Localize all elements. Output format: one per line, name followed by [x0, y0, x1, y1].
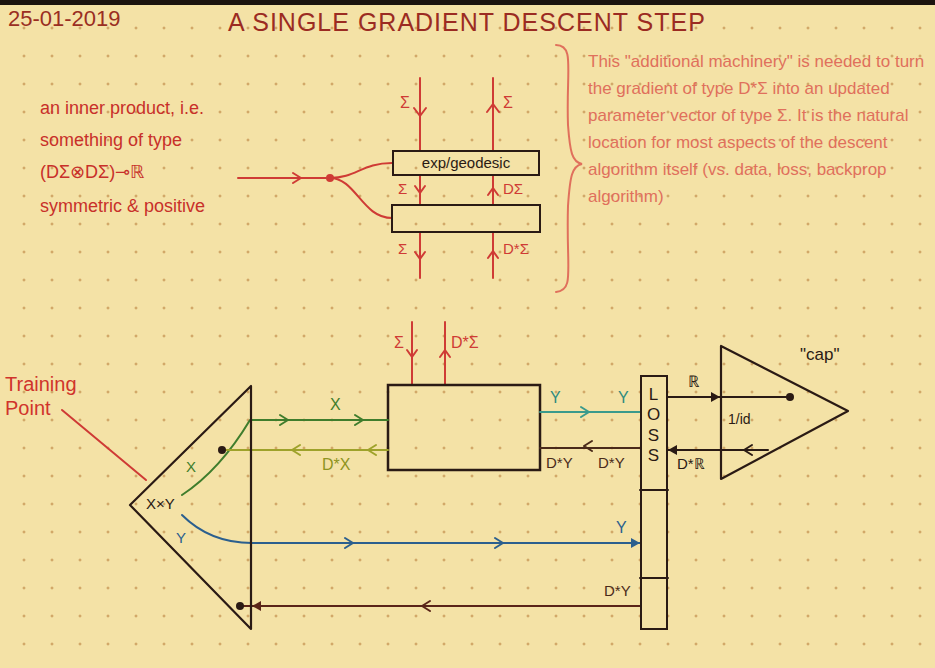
wire	[492, 78, 494, 150]
wire	[182, 420, 388, 495]
arrowhead	[711, 392, 720, 402]
arrowhead	[668, 445, 677, 455]
wire	[330, 178, 392, 218]
wire-label: X	[186, 458, 196, 475]
wire-label: Y	[176, 529, 186, 546]
wire-arrow	[487, 104, 499, 112]
node-text: LOSS	[645, 385, 662, 467]
wire-arrow	[488, 188, 498, 195]
annotation: an inner product, i.e. something of type…	[40, 92, 240, 188]
wire	[492, 232, 494, 278]
arrowhead	[252, 601, 261, 611]
wire-label: Y	[550, 389, 561, 407]
wire	[182, 515, 252, 543]
source-triangle: X×Y	[128, 385, 252, 630]
wire-arrow	[355, 415, 363, 425]
wire-arrow	[415, 252, 425, 259]
cap-triangle: "cap" 1/id	[720, 345, 850, 480]
wire-label: Y	[618, 389, 629, 407]
brace	[556, 45, 582, 292]
leader-line	[62, 410, 146, 480]
loss-box: LOSS	[640, 375, 668, 630]
wire	[444, 322, 446, 385]
wire-arrow	[368, 445, 376, 455]
wire-label: D*Σ	[451, 334, 479, 352]
triangle-shape	[130, 386, 251, 629]
arrowhead	[631, 538, 640, 548]
edge-label: D*Y	[604, 582, 631, 599]
wire-label: D*X	[322, 456, 350, 474]
split-dot	[326, 174, 334, 182]
edge-label: D*ℝ	[677, 455, 705, 472]
loss-compartments	[640, 490, 668, 578]
process-box: exp/geodesic	[392, 150, 540, 176]
model-box	[388, 385, 540, 470]
page-title: A SINGLE GRADIENT DESCENT STEP	[228, 8, 706, 37]
wire-arrow	[415, 186, 425, 193]
node-text: exp/geodesic	[422, 154, 510, 171]
triangle-shape	[721, 346, 848, 479]
wire	[722, 396, 790, 398]
wire-arrow	[407, 350, 417, 357]
wire-arrow	[280, 415, 288, 425]
wire-arrow	[414, 108, 426, 116]
wire-label: DΣ	[503, 180, 523, 197]
node-text: 1/id	[728, 411, 751, 427]
wire-connector	[252, 605, 640, 607]
wire-dot	[236, 602, 244, 610]
notebook-edge	[0, 0, 935, 5]
wire-label: Σ	[503, 94, 513, 112]
wire	[411, 322, 413, 385]
edge-label: Y	[616, 519, 627, 537]
wire-arrow	[488, 251, 498, 258]
side-note: This "additional machinery" is needed to…	[588, 48, 926, 210]
node-text: "cap"	[800, 345, 839, 365]
wire-connector	[252, 542, 640, 544]
date: 25-01-2019	[8, 6, 121, 31]
empty-box	[392, 205, 540, 232]
wire-arrow	[292, 445, 300, 455]
wire-label: Σ	[400, 94, 410, 112]
bottom-wires	[182, 397, 790, 611]
wire-arrow	[744, 445, 752, 455]
wire-arrow	[440, 350, 450, 357]
wire-arrow	[293, 173, 301, 183]
annotation: symmetric & positive	[40, 196, 205, 217]
edge-label: ℝ	[688, 373, 699, 391]
wire	[330, 163, 392, 178]
wire-dot	[218, 446, 226, 454]
node-text: X×Y	[146, 495, 175, 512]
wire-label: D*Y	[546, 454, 573, 471]
wire-label: D*Y	[598, 454, 625, 471]
wire-arrow	[581, 407, 589, 417]
wire-label: Σ	[398, 180, 407, 197]
wire-dot	[786, 393, 794, 401]
wire	[238, 177, 326, 179]
wire	[419, 232, 421, 278]
wire-arrow	[584, 441, 592, 451]
wire-label: X	[330, 396, 341, 414]
wire-label: D*Σ	[503, 240, 529, 257]
callout-label: Training Point	[5, 372, 105, 420]
wire-label: Σ	[398, 240, 407, 257]
wire-label: Σ	[394, 334, 404, 352]
